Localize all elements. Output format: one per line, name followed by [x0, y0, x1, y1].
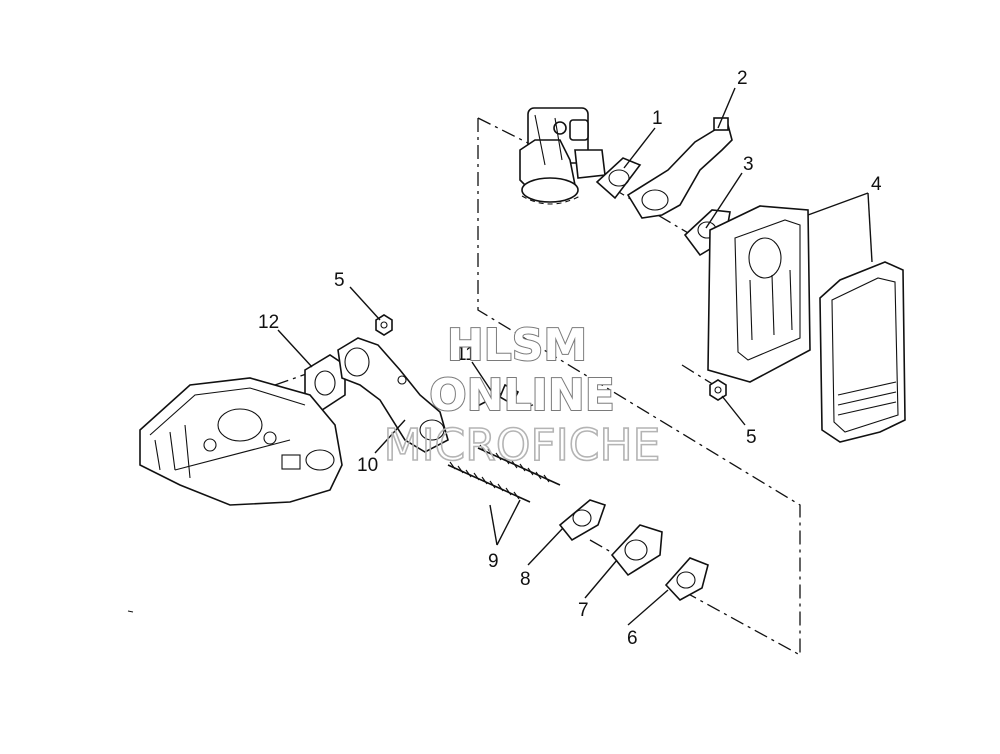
callout-7: 7: [578, 600, 589, 621]
gasket-carburetor: [595, 157, 642, 200]
callout-9: 9: [488, 551, 499, 572]
gasket-spacer: [558, 499, 607, 542]
spacer: [610, 524, 663, 577]
watermark-line-2: ONLINE: [429, 370, 615, 421]
leader-lines: [277, 87, 873, 626]
carburetor: [519, 107, 606, 205]
callout-1: 1: [652, 108, 663, 129]
callout-11: 11: [456, 344, 476, 365]
watermark: HLSM ONLINE MICROFICHE: [383, 319, 661, 472]
callout-5-upper: 5: [334, 270, 345, 291]
watermark-line-1: HLSM: [447, 320, 587, 371]
cylinder-head: [139, 377, 343, 506]
stud-lower: [447, 461, 531, 503]
callout-8: 8: [520, 569, 531, 590]
callout-4: 4: [871, 174, 882, 195]
bracket: [626, 117, 733, 219]
callout-6: 6: [627, 628, 638, 649]
gasket-outer: [664, 557, 709, 601]
stray-mark: [127, 610, 134, 613]
air-cleaner-base: [707, 205, 811, 383]
intake-manifold: [337, 337, 449, 453]
stud-upper: [477, 444, 561, 486]
callout-labels: 1 2 3 4 5 5 6 7 8 9 10 11 12: [258, 68, 882, 649]
watermark-line-3: MICROFICHE: [384, 420, 661, 471]
callout-3: 3: [743, 154, 754, 175]
callout-2: 2: [737, 68, 748, 89]
screw: [469, 383, 520, 411]
air-cleaner-cover: [819, 261, 906, 443]
nut-lower: [709, 379, 727, 401]
callout-12: 12: [258, 312, 279, 333]
callout-10: 10: [357, 455, 378, 476]
callout-5-lower: 5: [746, 427, 757, 448]
